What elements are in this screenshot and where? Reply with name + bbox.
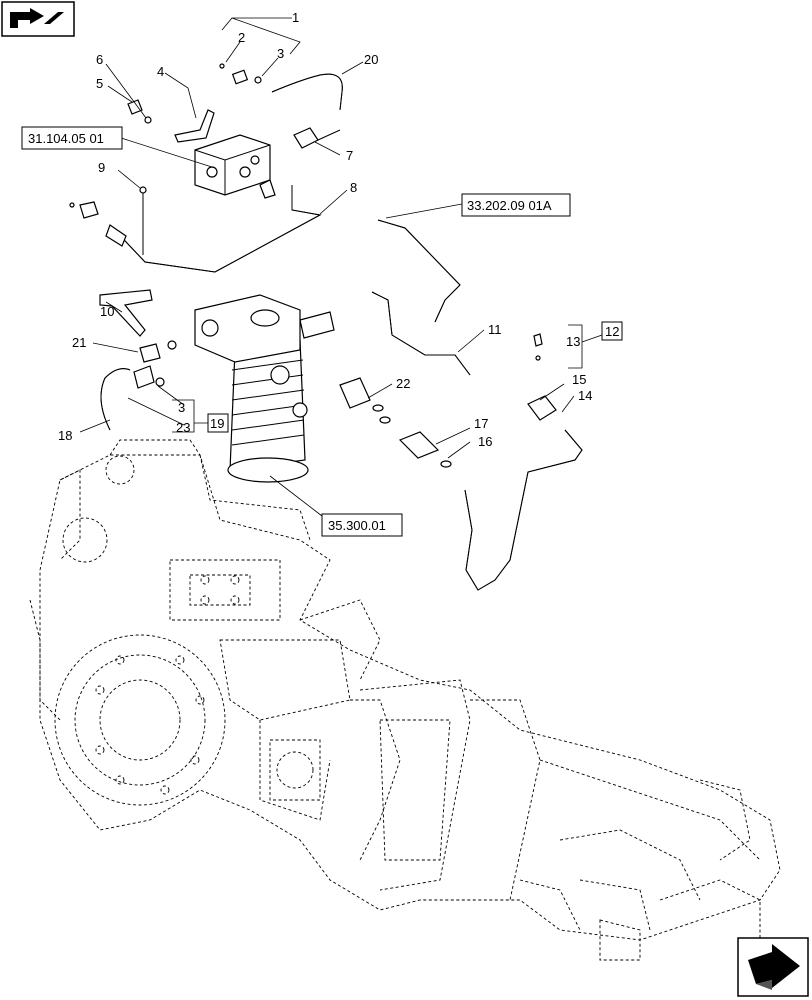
callout-box-12 (601, 321, 623, 341)
callout-15: 15 (572, 372, 586, 387)
page-back-arrow-icon[interactable] (1, 1, 75, 37)
fitting-8-end (69, 201, 127, 247)
fitting-23 (133, 365, 165, 389)
reference-box-valve[interactable] (21, 126, 123, 150)
group-bracket-1 (221, 17, 301, 55)
callout-18: 18 (58, 428, 72, 443)
reference-cable-label: 33.202.09 01A (467, 198, 552, 213)
fitting-2-3 (219, 63, 262, 85)
callout-23: 23 (176, 420, 190, 435)
group-bracket-12 (568, 324, 603, 369)
sleeve-17 (398, 431, 452, 468)
callout-17: 17 (474, 416, 488, 431)
callout-12: 12 (605, 324, 619, 339)
callout-8: 8 (350, 180, 357, 195)
fitting-5-6 (127, 99, 152, 124)
reference-valve-label: 31.104.05 01 (28, 131, 104, 146)
fitting-7 (293, 127, 341, 149)
switch-22 (339, 377, 391, 424)
hose-20 (271, 73, 343, 111)
cable-harness (377, 219, 461, 323)
callout-5: 5 (96, 76, 103, 91)
pipe-14 (464, 429, 583, 591)
callout-22: 22 (396, 376, 410, 391)
bracket-4 (174, 109, 215, 143)
callout-6: 6 (96, 52, 103, 67)
callout-3: 3 (277, 46, 284, 61)
reference-box-cable[interactable] (461, 193, 571, 217)
callout-10: 10 (100, 304, 114, 319)
filter-housing (194, 294, 335, 483)
group-bracket-19 (172, 399, 208, 433)
fitting-21 (139, 340, 177, 363)
transmission-housing (29, 439, 781, 961)
callout-16: 16 (478, 434, 492, 449)
reference-box-filter[interactable] (321, 513, 403, 537)
callout-14: 14 (578, 388, 592, 403)
valve-block (194, 134, 276, 199)
callout-2: 2 (238, 30, 245, 45)
callout-21: 21 (72, 335, 86, 350)
bracket-10 (99, 289, 153, 337)
callout-19: 19 (210, 416, 224, 431)
next-page-arrow-icon[interactable] (737, 937, 809, 997)
callout-11: 11 (488, 322, 502, 337)
callout-4: 4 (157, 64, 164, 79)
callout-20: 20 (364, 52, 378, 67)
callout-7: 7 (346, 148, 353, 163)
leader-lines (79, 41, 575, 517)
tube-11 (371, 291, 471, 376)
callout-3b: 3 (178, 400, 185, 415)
tee-fitting-15 (527, 333, 557, 421)
callout-1: 1 (292, 10, 299, 25)
callout-13: 13 (566, 334, 580, 349)
callout-box-19 (207, 413, 229, 433)
reference-filter-label: 35.300.01 (328, 518, 386, 533)
callout-9: 9 (98, 160, 105, 175)
